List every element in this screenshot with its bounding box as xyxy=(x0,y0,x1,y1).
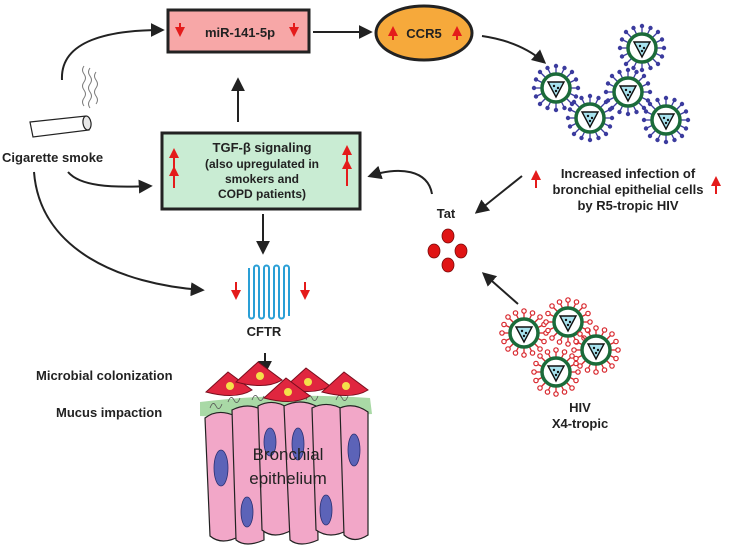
x4-label: X4-tropic xyxy=(552,416,608,431)
arrow-smoke-to-tgf xyxy=(67,171,153,194)
infection-line1: Increased infection of xyxy=(561,166,696,181)
mucus-label: Mucus impaction xyxy=(56,405,162,420)
ccr5-label: CCR5 xyxy=(406,26,441,41)
virus-icon xyxy=(530,346,582,398)
tat-protein-icon xyxy=(427,228,468,273)
mir-label: miR-141-5p xyxy=(205,25,275,40)
infection-line3: by R5-tropic HIV xyxy=(577,198,678,213)
cigarette-icon xyxy=(29,65,98,138)
arrow-tat-to-tgf xyxy=(367,165,433,195)
epithelial-cell-icon xyxy=(339,405,369,541)
virus-icon xyxy=(570,324,622,376)
epithelium xyxy=(200,361,372,545)
tat-label: Tat xyxy=(437,206,456,221)
tgf-title: TGF-β signaling xyxy=(213,140,312,155)
x4-virus-cluster xyxy=(498,296,622,398)
ccr5-oval xyxy=(374,4,474,62)
hiv-label: HIV xyxy=(569,400,591,415)
cigarette-label: Cigarette smoke xyxy=(2,150,103,165)
arrow-smoke-to-cftr xyxy=(33,171,205,297)
virus-icon xyxy=(616,22,668,74)
arrow-x4-to-tat xyxy=(481,272,519,305)
virus-icon xyxy=(640,94,692,146)
microbial-label: Microbial colonization xyxy=(36,368,173,383)
r5-virus-cluster xyxy=(530,22,692,146)
mir-box xyxy=(166,8,311,54)
tgf-box xyxy=(160,131,362,211)
virus-icon xyxy=(530,62,582,114)
tgf-line3: smokers and xyxy=(225,172,299,186)
epithelium-line1: Bronchial xyxy=(253,445,324,464)
arrow-smoke-to-mir xyxy=(60,23,165,81)
tgf-line4: COPD patients) xyxy=(218,187,306,201)
cftr-label: CFTR xyxy=(247,324,282,339)
infection-line2: bronchial epithelial cells xyxy=(553,182,704,197)
virus-icon xyxy=(498,307,550,359)
epithelial-cell-icon xyxy=(231,405,265,545)
virus-icon xyxy=(564,92,616,144)
microbe-icon xyxy=(321,371,369,397)
epithelium-line2: epithelium xyxy=(249,469,327,488)
arrow-r5-to-tat xyxy=(474,175,523,214)
tgf-line2: (also upregulated in xyxy=(205,157,319,171)
microbe-icon xyxy=(235,361,283,387)
arrow-ccr5-to-virus xyxy=(481,35,547,64)
cftr-channel-icon xyxy=(248,264,290,320)
